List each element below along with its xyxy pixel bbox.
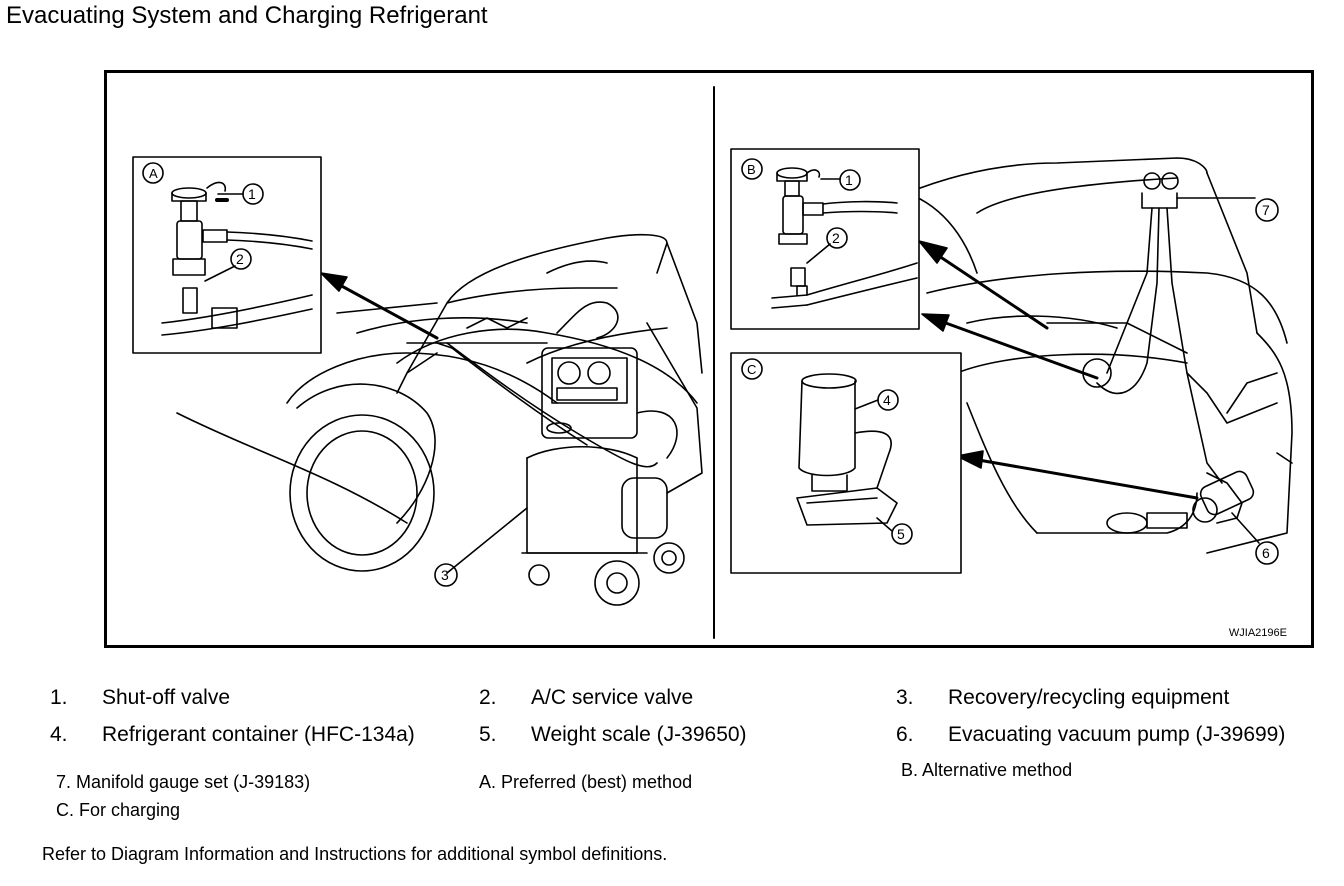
inset-a-drawing bbox=[142, 162, 313, 336]
inset-a-box bbox=[132, 156, 322, 354]
note-alternative: B. Alternative method bbox=[901, 760, 1073, 780]
inset-a-letter: A bbox=[149, 166, 158, 181]
callout-6 bbox=[1255, 541, 1279, 565]
diagram-frame: A 1 2 3 B 1 2 C 4 5 6 7 WJIA2196E bbox=[104, 70, 1314, 648]
diagram-illustration: A 1 2 3 B 1 2 C 4 5 6 7 bbox=[132, 86, 1293, 639]
callout-1-b: 1 bbox=[845, 172, 853, 188]
callout-1-a: 1 bbox=[248, 186, 256, 202]
inset-c-drawing bbox=[741, 358, 913, 545]
left-car-drawing bbox=[176, 233, 703, 572]
recovery-machine-drawing bbox=[436, 342, 685, 606]
note-manifold: 7. Manifold gauge set (J-39183) bbox=[56, 772, 311, 792]
callout-2-a: 2 bbox=[236, 251, 244, 267]
footer-note: Refer to Diagram Information and Instruc… bbox=[42, 844, 668, 864]
note-preferred: A. Preferred (best) method bbox=[479, 772, 693, 792]
figure-code: WJIA2196E bbox=[1228, 627, 1287, 639]
callout-5-label: 5 bbox=[897, 526, 905, 542]
callout-6-label: 6 bbox=[1262, 545, 1270, 561]
note-charging: C. For charging bbox=[56, 800, 181, 820]
inset-b-drawing bbox=[741, 158, 918, 309]
inset-c-box bbox=[730, 352, 962, 574]
callout-3 bbox=[434, 563, 458, 587]
inset-c-letter: C bbox=[747, 362, 756, 377]
callout-4-label: 4 bbox=[883, 392, 891, 408]
right-car-drawing bbox=[906, 157, 1293, 554]
callout-2-b: 2 bbox=[832, 230, 840, 246]
page-title: Evacuating System and Charging Refrigera… bbox=[6, 2, 488, 29]
callout-3-label: 3 bbox=[441, 567, 449, 583]
callout-7 bbox=[1255, 198, 1279, 222]
callout-7-label: 7 bbox=[1262, 202, 1270, 218]
inset-b-letter: B bbox=[747, 162, 756, 177]
